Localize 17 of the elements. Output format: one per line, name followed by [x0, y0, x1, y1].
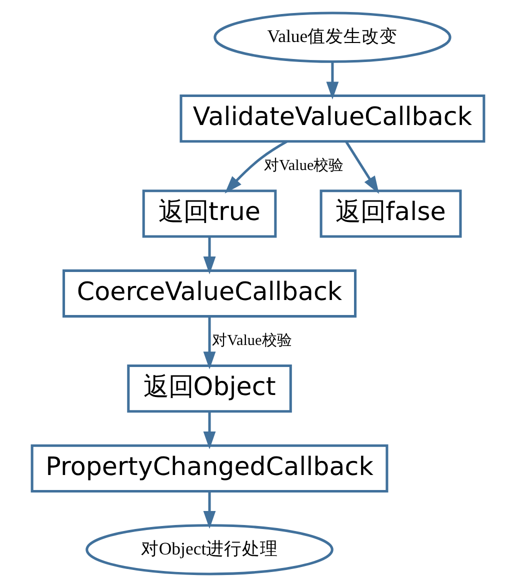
node-box: CoerceValueCallback [62, 269, 357, 318]
arrow [203, 236, 216, 274]
edge-label: 对Value校验 [264, 157, 344, 174]
arrow [326, 62, 339, 100]
edge-label: 对Value校验 [212, 332, 292, 349]
node-box: PropertyChangedCallback [30, 444, 388, 492]
arrow [203, 316, 216, 370]
node-box: 返回Object [127, 364, 292, 413]
node-ellipse: 对Object进行处理 [86, 524, 334, 576]
node-box: 返回false [320, 190, 462, 238]
node-box: 返回true [142, 190, 277, 238]
arrow [203, 492, 216, 529]
arrow [224, 140, 288, 194]
node-box: ValidateValueCallback [180, 94, 486, 143]
arrow [345, 141, 380, 194]
node-ellipse: Value值发生改变 [214, 12, 452, 63]
arrow [203, 412, 216, 450]
